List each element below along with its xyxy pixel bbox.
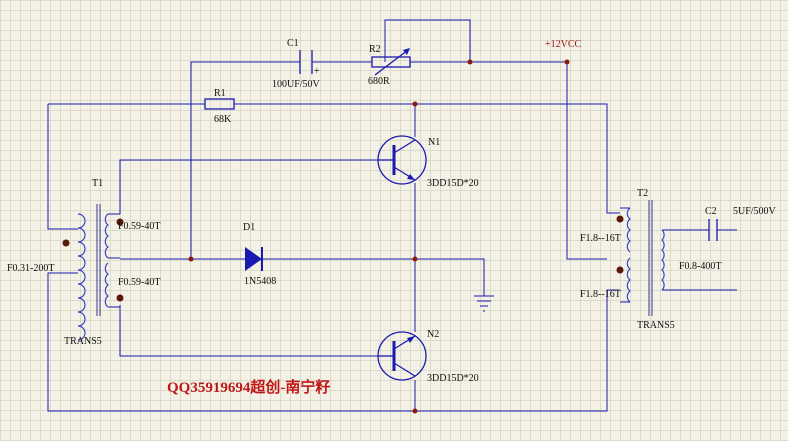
- r1-value: 68K: [214, 114, 232, 125]
- junction-dots: [188, 59, 570, 414]
- ground-icon: [474, 295, 494, 312]
- capacitor-c1[interactable]: C1 + 100UF/50V: [272, 38, 321, 90]
- r2-ref: R2: [369, 44, 381, 55]
- r2-value: 680R: [368, 76, 390, 87]
- r1-ref: R1: [214, 88, 226, 99]
- polarity-dot: [116, 218, 124, 226]
- supply-net-label: +12VCC: [545, 39, 582, 50]
- junction-dot: [467, 59, 473, 65]
- junction-dot: [564, 59, 570, 65]
- t2-ref: T2: [637, 188, 648, 199]
- t1-type: TRANS5: [64, 336, 102, 347]
- capacitor-c2[interactable]: C2 5UF/500V: [705, 206, 777, 241]
- transistor-n1[interactable]: N1 3DD15D*20: [377, 135, 479, 189]
- d1-ref: D1: [243, 222, 255, 233]
- t1-secondary-top-label: F0.59-40T: [118, 221, 161, 232]
- t2-primary-top-label: F1.8--16T: [580, 233, 621, 244]
- polarity-dot: [616, 266, 624, 274]
- t1-ref: T1: [92, 178, 103, 189]
- c2-ref: C2: [705, 206, 717, 217]
- junction-dot: [188, 256, 194, 262]
- c1-plus-mark: +: [314, 66, 320, 77]
- junction-dot: [412, 101, 418, 107]
- junction-dot: [412, 408, 418, 414]
- c1-ref: C1: [287, 38, 299, 49]
- t2-primary-bottom-label: F1.8--16T: [580, 289, 621, 300]
- emitter-arrow-icon: [407, 174, 415, 180]
- c1-value: 100UF/50V: [272, 79, 321, 90]
- n2-value: 3DD15D*20: [427, 373, 479, 384]
- d1-value: 1N5408: [244, 276, 276, 287]
- transformer-t2[interactable]: T2 F1.8--16T F1.8--16T F0.8-400T TRANS5: [580, 188, 722, 331]
- emitter-arrow-icon: [407, 336, 415, 343]
- c2-value: 5UF/500V: [733, 206, 777, 217]
- resistor-r1[interactable]: R1 68K: [204, 88, 235, 125]
- transistor-n2[interactable]: N2 3DD15D*20: [377, 329, 479, 384]
- polarity-dot: [62, 239, 70, 247]
- n1-ref: N1: [428, 137, 440, 148]
- junction-dot: [412, 256, 418, 262]
- t2-secondary-label: F0.8-400T: [679, 261, 722, 272]
- polarity-dot: [116, 294, 124, 302]
- diode-d1[interactable]: D1 1N5408: [243, 222, 276, 287]
- t1-primary-label: F0.31-200T: [7, 263, 55, 274]
- t2-type: TRANS5: [637, 320, 675, 331]
- transformer-t1[interactable]: T1 F0.31-200T F0.59-40T F0.59-40T TRANS5: [7, 178, 161, 347]
- polarity-dot: [616, 215, 624, 223]
- r2-adjust-arrow-icon: [403, 48, 410, 55]
- t1-secondary-bottom-label: F0.59-40T: [118, 277, 161, 288]
- potentiometer-r2[interactable]: R2 680R: [368, 44, 411, 87]
- n1-value: 3DD15D*20: [427, 178, 479, 189]
- n2-ref: N2: [427, 329, 439, 340]
- watermark-text: QQ35919694超创-南宁籽: [167, 378, 330, 396]
